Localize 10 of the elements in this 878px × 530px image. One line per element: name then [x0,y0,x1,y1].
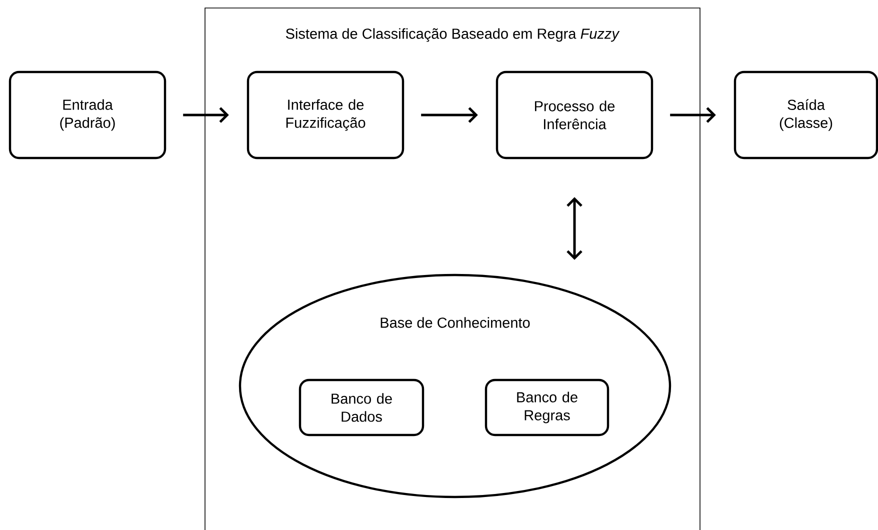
arrow [566,197,582,260]
process-box: Processo de Inferência [496,70,654,160]
process-box: Banco de Regras [484,378,610,436]
arrow [421,107,478,123]
arrow [670,107,716,123]
process-box: Entrada (Padrão) [8,70,166,160]
process-box: Saída (Classe) [734,70,878,160]
arrow [183,107,229,123]
process-box: Interface de Fuzzificação [246,70,404,160]
process-box: Banco de Dados [298,378,424,436]
